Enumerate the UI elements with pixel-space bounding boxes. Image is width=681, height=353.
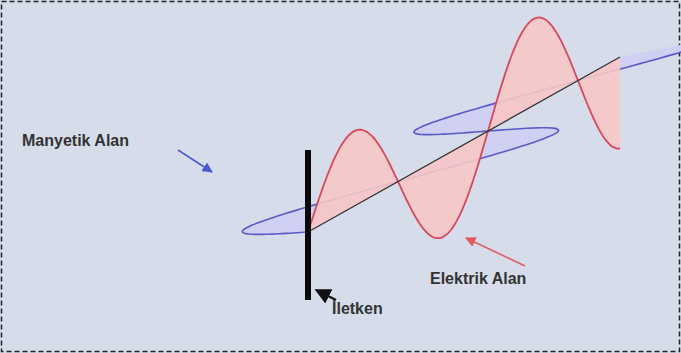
- leader-line: [316, 290, 336, 300]
- leader-line: [178, 150, 212, 172]
- field-label: Elektrik Alan: [430, 270, 526, 288]
- field-label: İletken: [332, 300, 383, 318]
- field-label: Manyetik Alan: [22, 132, 129, 150]
- electric-field-wave: [308, 18, 620, 239]
- electric-field-fill: [308, 18, 620, 239]
- leader-line: [466, 238, 525, 266]
- conductor-bar: [305, 150, 311, 300]
- propagation-axis: [308, 57, 620, 232]
